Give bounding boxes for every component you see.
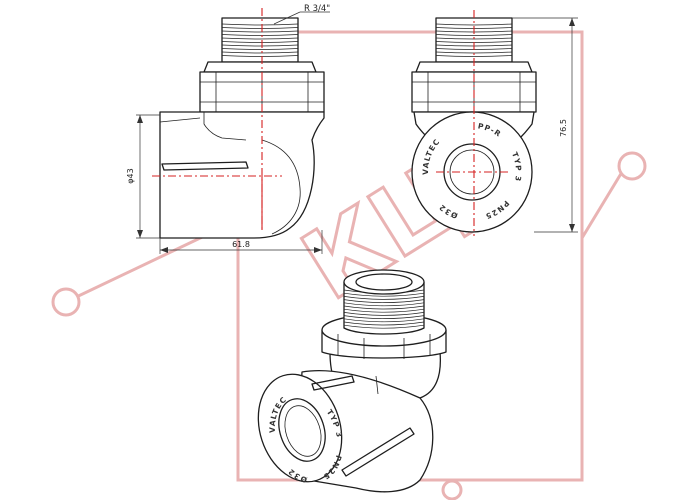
iso-thread-lines <box>343 289 425 329</box>
iso-body-line <box>375 375 379 395</box>
iso-slit <box>311 375 355 391</box>
thread-line <box>221 51 299 54</box>
thread-line <box>221 34 299 36</box>
width-arrow-right <box>314 247 322 253</box>
iso-socket-inner-edge <box>284 405 322 457</box>
thread-line <box>343 324 425 329</box>
thread-line <box>435 23 513 26</box>
thread-line <box>221 37 299 40</box>
front-elbow-curve <box>261 139 301 235</box>
front-elbow-body <box>159 111 325 239</box>
width-arrow-left <box>160 247 168 253</box>
front-view: R 3/4" φ43 61.8 <box>126 4 330 254</box>
front-thread-lines <box>221 23 299 57</box>
thread-line <box>221 27 299 29</box>
isometric-view: VALTEC TYP 3 PN25 Ø32 <box>257 269 447 493</box>
side-socket-inner-edge <box>449 149 495 195</box>
height-arrow-bottom <box>569 224 575 232</box>
diameter-arrow-top <box>137 115 143 123</box>
thread-line <box>221 44 299 47</box>
height-dimension-label: 76.5 <box>559 119 568 137</box>
thread-line <box>435 55 513 57</box>
thread-line <box>343 305 425 310</box>
thread-line <box>221 55 299 57</box>
iso-thread-bore <box>355 273 413 291</box>
front-socket-edge <box>159 117 201 123</box>
thread-line <box>221 41 299 43</box>
thread-line <box>221 30 299 33</box>
watermark-line-right <box>580 171 624 239</box>
thread-line <box>343 308 425 313</box>
thread-line <box>221 48 299 50</box>
thread-line <box>435 34 513 36</box>
iso-slit <box>341 427 415 477</box>
diameter-dimension-label: φ43 <box>126 168 135 183</box>
thread-label: R 3/4" <box>304 4 330 14</box>
thread-line <box>343 302 425 307</box>
width-dimension-label: 61.8 <box>232 240 250 249</box>
watermark-circle-right <box>617 151 647 181</box>
thread-line <box>343 299 425 303</box>
thread-line <box>221 23 299 26</box>
thread-label-leader <box>273 11 301 25</box>
thread-line <box>343 312 425 316</box>
thread-line <box>343 315 425 319</box>
front-nut-top <box>203 61 317 73</box>
watermark-circle-left <box>51 287 81 317</box>
side-view: PP-R TYP 3 PN25 Ø32 VALTEC 76.5 <box>411 10 578 236</box>
diameter-arrow-bottom <box>137 230 143 238</box>
thread-line <box>343 292 425 297</box>
thread-line <box>435 51 513 54</box>
thread-line <box>343 296 425 300</box>
thread-line <box>343 318 425 323</box>
front-socket-strip <box>161 161 249 171</box>
front-elbow-shoulder <box>203 112 247 141</box>
height-arrow-top <box>569 18 575 26</box>
thread-line <box>343 321 425 326</box>
watermark-circle-bottom <box>441 479 463 500</box>
